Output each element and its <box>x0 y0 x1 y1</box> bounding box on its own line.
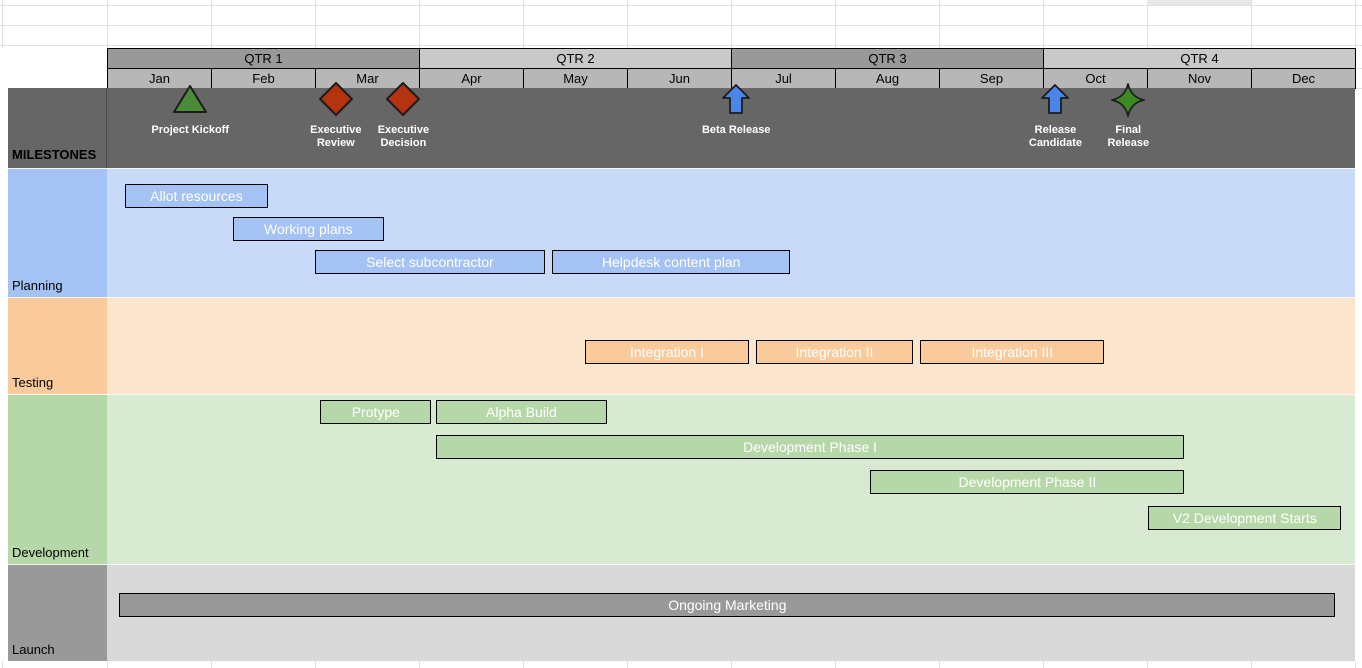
triangle-icon[interactable] <box>172 84 208 114</box>
gridline <box>523 661 524 668</box>
gridline <box>731 0 732 48</box>
milestones-label-column <box>8 88 107 168</box>
quarter-header-cell[interactable]: QTR 1 <box>107 48 420 69</box>
month-header-cell[interactable]: Dec <box>1251 68 1356 89</box>
gridline <box>835 661 836 668</box>
arrow-up-icon[interactable] <box>1041 84 1070 114</box>
quarter-header-cell[interactable]: QTR 4 <box>1043 48 1356 69</box>
milestone-label: Executive Decision <box>377 124 430 149</box>
month-header-cell[interactable]: Jun <box>627 68 732 89</box>
gridline <box>0 5 1362 6</box>
section-row-label: Development <box>12 545 89 560</box>
gridline <box>0 25 1362 26</box>
task-bar[interactable]: Protype <box>320 400 432 424</box>
section-row-label: Launch <box>12 642 55 657</box>
gridline <box>419 661 420 668</box>
gridline <box>211 661 212 668</box>
section-row-label: Planning <box>12 278 63 293</box>
task-bar[interactable]: Development Phase II <box>870 470 1185 494</box>
gridline <box>2 661 3 668</box>
task-bar[interactable]: Integration I <box>585 340 749 364</box>
milestone-label: Project Kickoff <box>151 124 229 136</box>
gridline <box>1251 0 1252 48</box>
section-label-column <box>8 565 107 661</box>
gridline <box>939 661 940 668</box>
diamond-icon[interactable] <box>386 82 421 116</box>
gridline <box>1147 661 1148 668</box>
task-bar[interactable]: Integration II <box>755 340 913 364</box>
section-label-column <box>8 298 107 394</box>
task-bar[interactable]: Integration III <box>920 340 1105 364</box>
milestones-row-label: MILESTONES <box>12 147 97 162</box>
gridline <box>1355 0 1356 48</box>
gridline <box>211 0 212 48</box>
gridline <box>627 661 628 668</box>
gridline <box>107 661 108 668</box>
quarter-header-cell[interactable]: QTR 3 <box>731 48 1044 69</box>
month-header-cell[interactable]: Feb <box>211 68 316 89</box>
milestone-label: Release Candidate <box>1028 124 1083 149</box>
month-header-cell[interactable]: Aug <box>835 68 940 89</box>
gridline <box>1043 661 1044 668</box>
task-bar[interactable]: Working plans <box>232 217 384 241</box>
gridline <box>627 0 628 48</box>
gridline <box>1355 68 1362 69</box>
section-band-launch: Launch Ongoing Marketing <box>8 564 1355 661</box>
task-bar[interactable]: Helpdesk content plan <box>552 250 791 274</box>
section-label-column <box>8 395 107 564</box>
milestone-label: Final Release <box>1107 124 1150 149</box>
gridline <box>419 0 420 48</box>
arrow-up-icon[interactable] <box>722 84 751 114</box>
spreadsheet-cell-shaded <box>1147 0 1251 5</box>
gridline <box>2 0 3 48</box>
milestones-band: MILESTONES Project Kickoff Executive Revi… <box>8 82 1355 168</box>
star4-icon[interactable] <box>1111 83 1146 117</box>
task-bar[interactable]: V2 Development Starts <box>1148 506 1342 530</box>
section-row-label: Testing <box>12 375 54 390</box>
gridline <box>1355 661 1356 668</box>
gridline <box>1355 88 1362 89</box>
gridline <box>0 45 1362 46</box>
task-bar[interactable]: Allot resources <box>124 184 269 208</box>
gridline <box>315 661 316 668</box>
gridline <box>1043 0 1044 48</box>
gridline <box>315 0 316 48</box>
section-label-column <box>8 169 107 297</box>
task-bar[interactable]: Select subcontractor <box>315 250 545 274</box>
task-bar[interactable]: Alpha Build <box>435 400 608 424</box>
gridline <box>835 0 836 48</box>
gridline <box>1251 661 1252 668</box>
diamond-icon[interactable] <box>318 82 353 116</box>
milestone-label: Beta Release <box>701 124 771 136</box>
month-header-cell[interactable]: Sep <box>939 68 1044 89</box>
task-bar[interactable]: Ongoing Marketing <box>119 593 1336 617</box>
gridline <box>1147 0 1148 48</box>
gridline <box>107 0 108 48</box>
gridline <box>523 0 524 48</box>
task-bar[interactable]: Development Phase I <box>435 435 1185 459</box>
gridline <box>939 0 940 48</box>
milestone-label: Executive Review <box>310 124 362 149</box>
quarter-header-cell[interactable]: QTR 2 <box>419 48 732 69</box>
month-header-cell[interactable]: Apr <box>419 68 524 89</box>
month-header-cell[interactable]: Mar <box>315 68 420 89</box>
month-header-cell[interactable]: Nov <box>1147 68 1252 89</box>
month-header-cell[interactable]: May <box>523 68 628 89</box>
gridline <box>731 661 732 668</box>
